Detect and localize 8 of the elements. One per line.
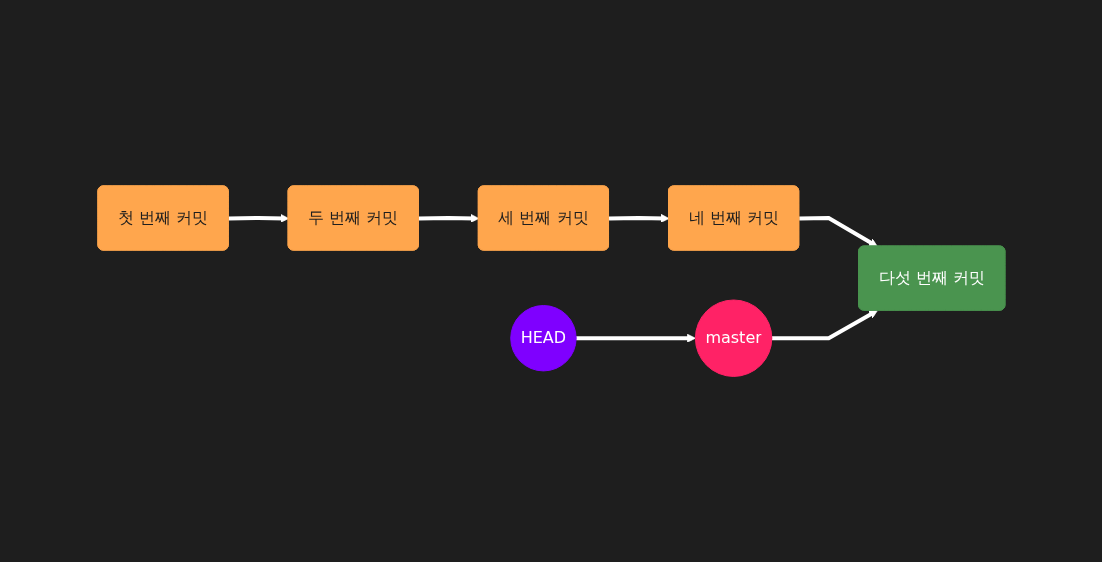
node-circle: HEAD (509, 304, 577, 372)
arrow (608, 213, 669, 223)
arrow (798, 215, 878, 247)
arrow (228, 213, 289, 223)
arrow (418, 213, 479, 223)
arrow (771, 310, 878, 340)
node-circle: master (694, 299, 772, 377)
arrow (575, 333, 696, 343)
